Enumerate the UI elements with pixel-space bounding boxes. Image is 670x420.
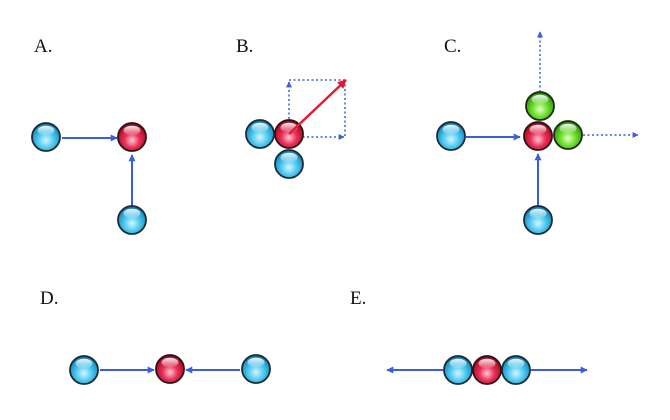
panel-b-label: B. xyxy=(236,36,254,57)
ball-b-blue-bottom xyxy=(274,149,304,179)
ball-c-green-top xyxy=(525,91,555,121)
ball-a-blue-left xyxy=(31,122,61,152)
ball-b-blue-left xyxy=(245,119,275,149)
panel-a xyxy=(31,122,147,235)
ball-d-blue-left xyxy=(69,355,99,385)
panel-a-label: A. xyxy=(34,36,53,57)
ball-d-red xyxy=(155,354,185,384)
panel-e-label: E. xyxy=(350,288,367,309)
panel-c xyxy=(436,31,639,235)
ball-c-blue-bottom xyxy=(523,205,553,235)
panel-d-label: D. xyxy=(40,288,59,309)
panel-b xyxy=(245,79,347,179)
ball-a-red xyxy=(117,122,147,152)
panel-d xyxy=(69,354,271,385)
ball-e-blue-left xyxy=(443,355,473,385)
panel-c-label: C. xyxy=(444,36,462,57)
ball-d-blue-right xyxy=(241,354,271,384)
ball-c-green-right xyxy=(553,120,583,150)
panel-e xyxy=(386,355,588,385)
ball-e-red xyxy=(472,355,502,385)
ball-e-blue-right xyxy=(501,355,531,385)
ball-c-blue-left xyxy=(436,121,466,151)
ball-a-blue-bottom xyxy=(117,205,147,235)
resultant-arrow-b xyxy=(288,79,347,135)
ball-c-red xyxy=(523,121,553,151)
